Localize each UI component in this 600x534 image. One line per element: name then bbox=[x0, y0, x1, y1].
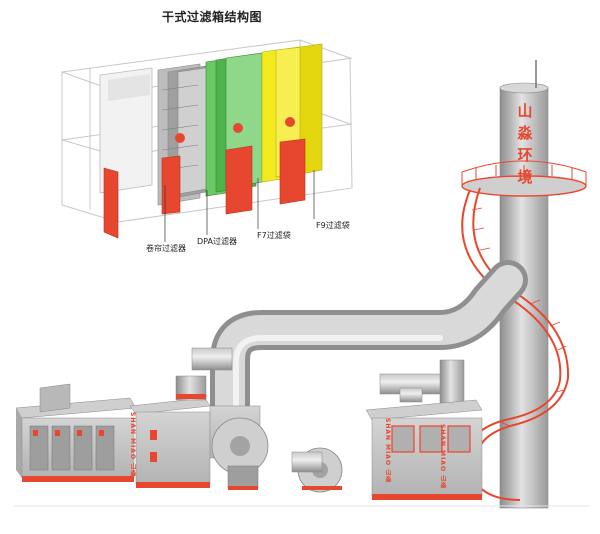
unit-brand-text: SHAN MIAO 山淼 bbox=[384, 418, 391, 484]
unit-brand-text: SHAN MIAO 山淼 bbox=[129, 412, 136, 478]
diagram-title: 干式过滤箱结构图 bbox=[162, 10, 263, 24]
f9-bag-label: F9过滤袋 bbox=[316, 221, 350, 230]
chimney-brand-char: 淼 bbox=[517, 124, 533, 142]
fans bbox=[209, 405, 343, 493]
treatment-unit bbox=[365, 387, 483, 500]
filter-box-diagram bbox=[61, 39, 353, 242]
roll-filter-label: 卷帘过滤器 bbox=[146, 244, 186, 253]
dpa-filter-label: DPA过滤器 bbox=[197, 237, 237, 246]
chimney bbox=[461, 60, 587, 509]
f7-bag-label: F7过滤袋 bbox=[257, 231, 291, 240]
chimney-brand-char: 山 bbox=[517, 102, 533, 120]
air-handling-unit bbox=[15, 375, 211, 488]
chimney-brand-char: 境 bbox=[517, 168, 533, 186]
chimney-brand-char: 环 bbox=[517, 146, 533, 164]
unit-brand-text: SHAN MIAO 山淼 bbox=[439, 424, 446, 490]
main-duct bbox=[191, 260, 528, 430]
